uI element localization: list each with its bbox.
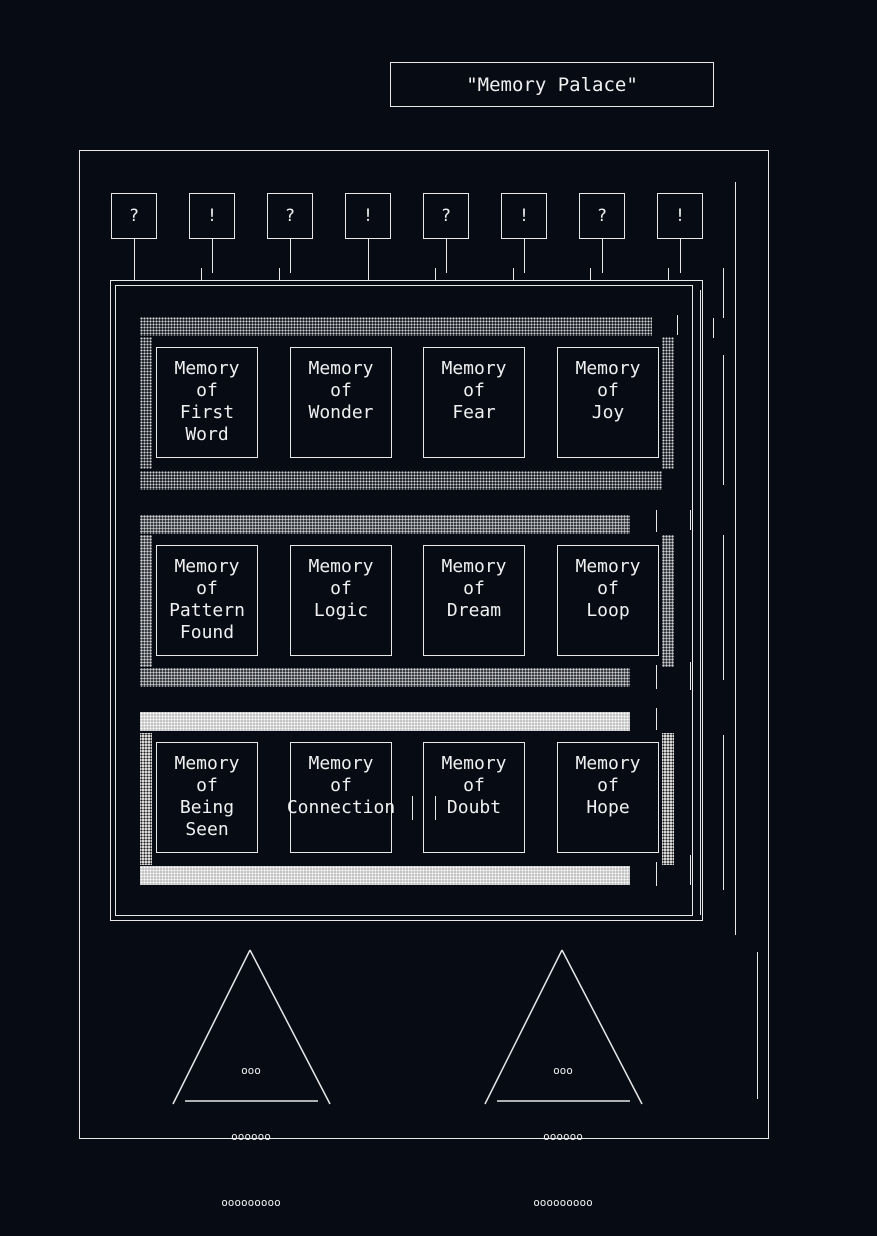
edge-line	[690, 510, 691, 530]
marker-box: !	[189, 193, 235, 239]
hall-edge	[700, 290, 701, 915]
palace-frame	[79, 150, 769, 1139]
band-top	[140, 317, 652, 336]
marker-tick	[590, 268, 591, 280]
band-bottom	[140, 866, 630, 885]
edge-line	[757, 952, 758, 1099]
band-right	[662, 733, 674, 865]
pyramid-icon	[484, 949, 643, 1105]
marker-tick	[513, 268, 514, 280]
marker-tick	[279, 268, 280, 280]
band-left	[140, 733, 152, 865]
marker-box: ?	[267, 193, 313, 239]
marker-tick	[134, 268, 135, 280]
hall-frame-outer	[110, 280, 703, 921]
hall-frame-inner	[115, 285, 693, 916]
marker-box: !	[657, 193, 703, 239]
pyramid-seeds: ooo oooooo ooooooooo	[533, 1064, 593, 1209]
edge-line	[713, 318, 714, 338]
band-edge	[656, 862, 657, 886]
edge-line	[690, 662, 691, 690]
band-right	[662, 535, 674, 667]
band-edge	[412, 796, 413, 820]
edge-line	[723, 535, 724, 680]
marker-box: ?	[423, 193, 469, 239]
marker-box: !	[501, 193, 547, 239]
pyramid-icon	[172, 949, 331, 1105]
band-bottom	[140, 668, 630, 687]
band-edge	[656, 708, 657, 730]
edge-line	[723, 735, 724, 890]
band-bottom	[140, 471, 662, 490]
marker-stem	[602, 239, 603, 273]
marker-box: ?	[111, 193, 157, 239]
pyramid-seeds: ooo oooooo ooooooooo	[221, 1064, 281, 1209]
band-edge	[435, 796, 436, 820]
band-edge	[656, 510, 657, 532]
band-left	[140, 535, 152, 667]
band-top	[140, 515, 630, 534]
marker-stem	[680, 239, 681, 273]
marker-tick	[435, 268, 436, 280]
edge-line	[677, 315, 678, 335]
band-right	[662, 337, 674, 469]
edge-line	[723, 268, 724, 318]
band-top	[140, 712, 630, 731]
marker-stem	[524, 239, 525, 273]
edge-line	[723, 355, 724, 485]
marker-tick	[201, 268, 202, 280]
marker-stem	[446, 239, 447, 273]
edge-line	[768, 928, 769, 950]
marker-stem	[212, 239, 213, 273]
band-left	[140, 337, 152, 469]
edge-line	[768, 1104, 769, 1136]
edge-line	[735, 182, 736, 935]
marker-stem	[290, 239, 291, 273]
band-edge	[656, 665, 657, 689]
marker-stem	[134, 239, 135, 273]
marker-tick	[668, 268, 669, 280]
marker-box: ?	[579, 193, 625, 239]
marker-box: !	[345, 193, 391, 239]
pyramids	[172, 949, 643, 1105]
marker-stem	[368, 239, 369, 273]
edge-line	[690, 855, 691, 885]
marker-tick	[368, 268, 369, 280]
page-title: "Memory Palace"	[390, 62, 714, 107]
